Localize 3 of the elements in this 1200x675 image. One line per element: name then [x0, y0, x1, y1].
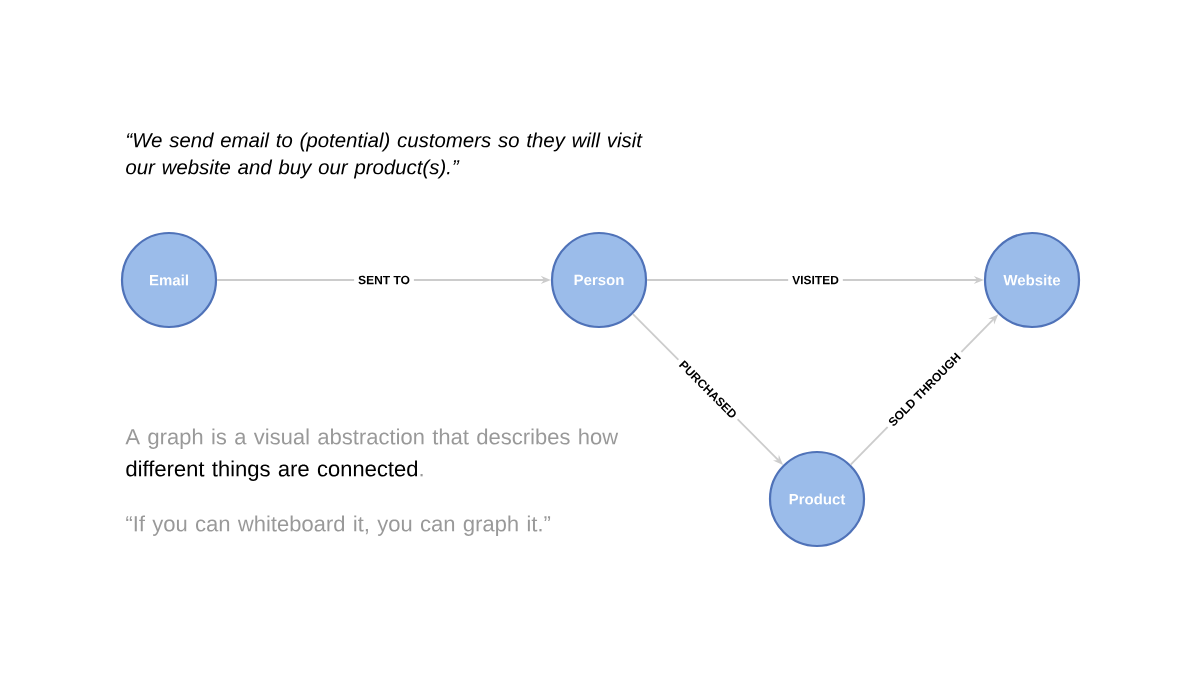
- quote-text: “We send email to (potential) customers so they will visit our website and buy our product(s).”: [126, 132, 643, 179]
- description-text: A graph is a visual abstraction that describes how different things are connected.: [125, 428, 619, 481]
- quote-text: “If you can whiteboard it, you can graph it.”: [126, 515, 551, 536]
